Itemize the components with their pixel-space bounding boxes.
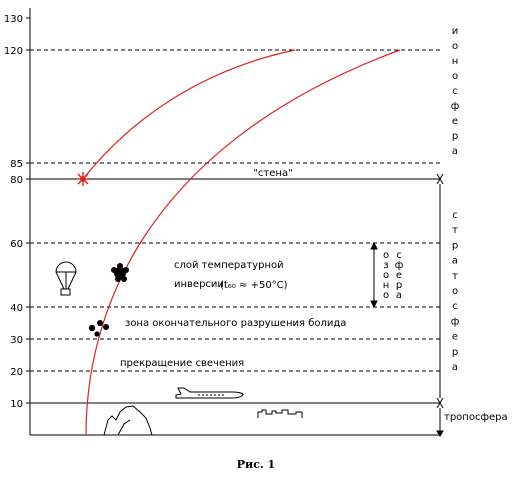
ionosphere-letter: о bbox=[452, 71, 458, 82]
trajectory-curve-upper bbox=[82, 49, 296, 180]
ionosphere-letter: р bbox=[452, 131, 458, 142]
ionosphere-letter: н bbox=[452, 56, 459, 67]
city-skyline-icon bbox=[257, 409, 303, 418]
ionosphere-letter: и bbox=[452, 26, 459, 37]
tick-label-130: 130 bbox=[4, 14, 23, 25]
ozonosphere_col1-letter: о bbox=[383, 270, 389, 281]
stratosphere-letter: т bbox=[452, 271, 458, 282]
right-bracket-markers bbox=[436, 173, 444, 437]
ionosphere-letter: с bbox=[452, 86, 458, 97]
ozonosphere_col1-letter: з bbox=[383, 260, 388, 271]
ozonosphere_col1-letter: н bbox=[383, 280, 390, 291]
stratosphere-letter: ф bbox=[451, 316, 460, 327]
ozonosphere_col2-letter: с bbox=[396, 250, 402, 261]
inversion-formula: (t₆₀ ≈ +50°C) bbox=[220, 280, 288, 291]
meteor-fragment-icon bbox=[111, 263, 129, 282]
tick-label-40: 40 bbox=[10, 303, 23, 314]
tick-label-10: 10 bbox=[10, 399, 23, 410]
stratosphere-letter: е bbox=[452, 332, 458, 343]
troposphere-label: тропосфера bbox=[444, 412, 508, 423]
red-star-icon bbox=[76, 172, 90, 186]
stratosphere-letter: а bbox=[452, 256, 458, 267]
ionosphere-letter: о bbox=[452, 41, 458, 52]
glow-end-label: прекращение свечения bbox=[120, 358, 244, 369]
stratosphere-letter: а bbox=[452, 362, 458, 373]
airplane-icon bbox=[175, 387, 244, 399]
ozonosphere_col2-letter: р bbox=[396, 280, 402, 291]
axis-ticks bbox=[26, 17, 30, 404]
ozonosphere_col2-letter: ф bbox=[395, 260, 404, 271]
inversion-label-line2: инверсии bbox=[174, 279, 224, 290]
ionosphere-letter: а bbox=[452, 146, 458, 157]
tick-label-20: 20 bbox=[10, 367, 23, 378]
mountain-icon bbox=[103, 405, 153, 436]
ionosphere-letter: ф bbox=[451, 101, 460, 112]
tick-label-120: 120 bbox=[4, 46, 23, 57]
ozonosphere_col2-letter: а bbox=[396, 290, 402, 301]
stratosphere-letter: с bbox=[452, 210, 458, 221]
stratosphere-letter: о bbox=[452, 286, 458, 297]
inversion-label-line1: слой температурной bbox=[174, 260, 284, 271]
tick-label-30: 30 bbox=[10, 335, 23, 346]
ozonosphere-label-col2: сфера bbox=[395, 250, 404, 301]
ozonosphere_col2-letter: е bbox=[396, 270, 402, 281]
debris-icon bbox=[88, 320, 109, 337]
stratosphere-letter: р bbox=[452, 240, 458, 251]
tick-label-80: 80 bbox=[10, 175, 23, 186]
trajectory-curve-main bbox=[85, 49, 401, 436]
stratosphere-letter: с bbox=[452, 301, 458, 312]
destruction-zone-label: зона окончательного разрушения болида bbox=[125, 318, 346, 329]
tick-label-85: 85 bbox=[10, 159, 23, 170]
stratosphere-letter: р bbox=[452, 347, 458, 358]
wall-label: "стена" bbox=[253, 168, 292, 179]
figure-caption: Рис. 1 bbox=[237, 458, 275, 471]
ozonosphere_col1-letter: о bbox=[383, 250, 389, 261]
ozone-bracket bbox=[370, 241, 378, 309]
tick-label-60: 60 bbox=[10, 239, 23, 250]
ionosphere-letter: е bbox=[452, 116, 458, 127]
ozonosphere_col1-letter: о bbox=[383, 290, 389, 301]
parachute-icon bbox=[55, 261, 77, 296]
stratosphere-letter: т bbox=[452, 225, 458, 236]
